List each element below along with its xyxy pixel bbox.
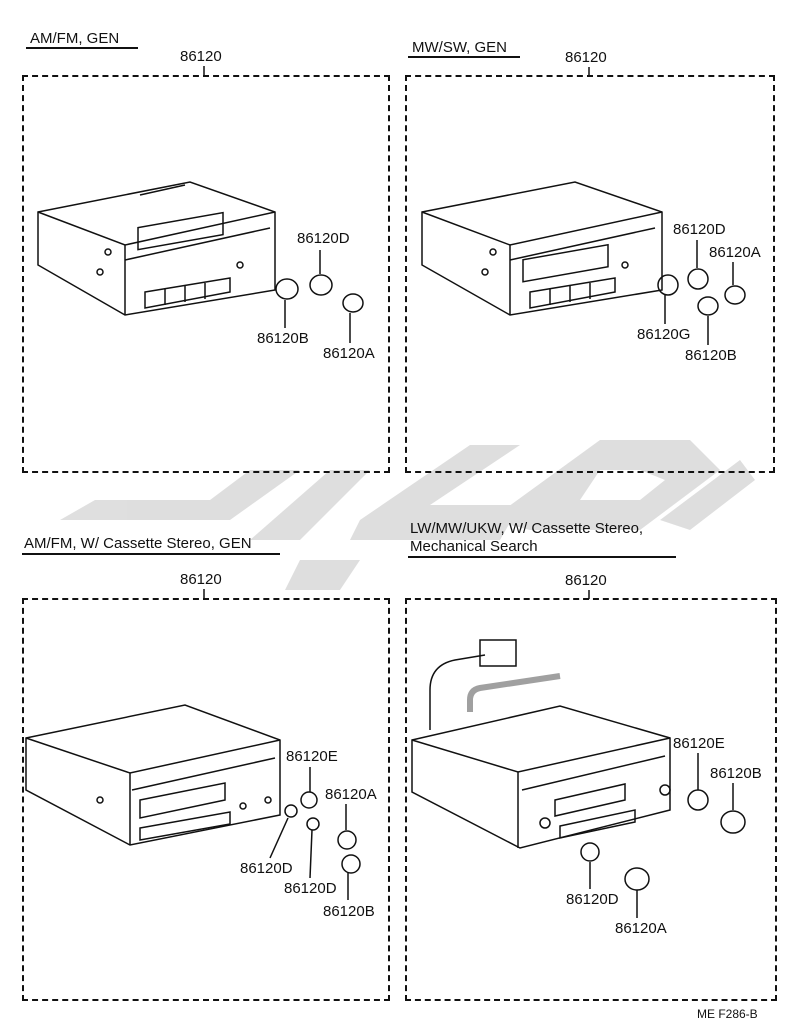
panel4-label-a: 86120A xyxy=(615,920,667,937)
panel1-part-number: 86120 xyxy=(180,48,222,65)
panel4-title-line1: LW/MW/UKW, W/ Cassette Stereo, xyxy=(410,520,644,537)
panel2-knobs xyxy=(657,268,746,316)
panel3-leader-d1 xyxy=(269,817,289,859)
panel4-label-e: 86120E xyxy=(673,735,725,752)
panel3-label-b: 86120B xyxy=(323,903,375,920)
panel3-title-underline xyxy=(22,553,280,555)
panel1-label-b: 86120B xyxy=(257,330,309,347)
panel2-radio-unit xyxy=(421,181,663,316)
panel3-part-number: 86120 xyxy=(180,571,222,588)
panel1-frame xyxy=(22,75,390,473)
panel3-label-e: 86120E xyxy=(286,748,338,765)
panel3-label-d1: 86120D xyxy=(240,860,293,877)
panel1-label-d: 86120D xyxy=(297,230,350,247)
panel3-radio-unit xyxy=(25,704,281,846)
panel3-label-a: 86120A xyxy=(325,786,377,803)
panel2-label-g: 86120G xyxy=(637,326,691,343)
footer-code: ME F286-B xyxy=(697,1007,758,1021)
panel1-label-a: 86120A xyxy=(323,345,375,362)
panel3-frame xyxy=(22,598,390,1001)
panel3-title: AM/FM, W/ Cassette Stereo, GEN xyxy=(24,535,252,552)
panel4-label-b: 86120B xyxy=(710,765,762,782)
panel2-title-underline xyxy=(408,56,520,58)
panel1-knobs xyxy=(275,274,364,313)
panel4-title-underline xyxy=(408,556,676,558)
panel2-label-d: 86120D xyxy=(673,221,726,238)
panel1-radio-unit xyxy=(37,181,276,316)
panel3-knobs xyxy=(284,791,361,874)
panel4-title-line2: Mechanical Search xyxy=(410,538,538,555)
panel1-title-underline xyxy=(26,47,138,49)
panel4-frame xyxy=(405,598,777,1001)
panel2-part-number: 86120 xyxy=(565,49,607,66)
panel3-label-d2: 86120D xyxy=(284,880,337,897)
panel2-frame xyxy=(405,75,775,473)
panel4-radio-unit xyxy=(411,639,671,849)
panel3-leader-d2 xyxy=(309,829,313,879)
panel4-part-number: 86120 xyxy=(565,572,607,589)
panel4-label-d: 86120D xyxy=(566,891,619,908)
panel2-label-a: 86120A xyxy=(709,244,761,261)
panel1-title: AM/FM, GEN xyxy=(30,30,120,47)
panel2-label-b: 86120B xyxy=(685,347,737,364)
panel2-title: MW/SW, GEN xyxy=(412,39,507,56)
